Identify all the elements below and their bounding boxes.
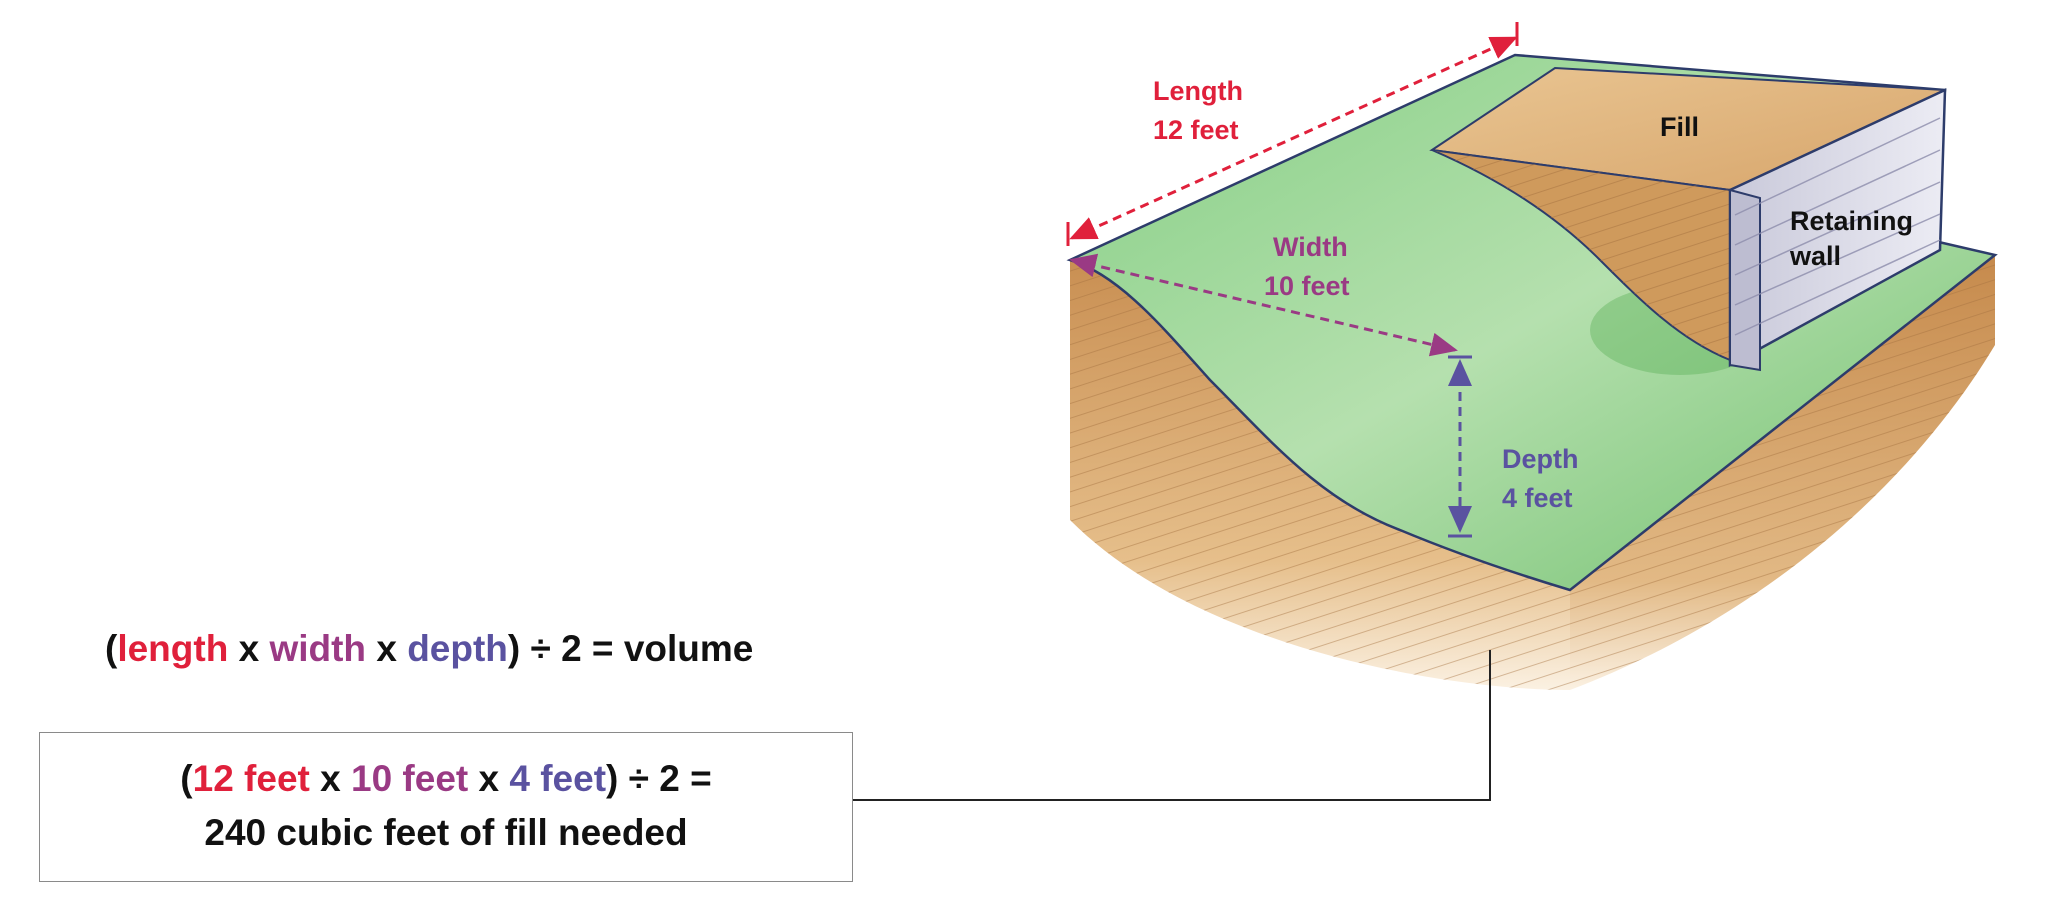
length-dimension-line xyxy=(1069,36,1518,240)
length-label-value: 12 feet xyxy=(1153,115,1239,145)
calc-length-value: 12 feet xyxy=(192,758,310,799)
calc-depth-value: 4 feet xyxy=(509,758,607,799)
calc-multiply-1: x xyxy=(309,758,351,799)
length-label-title: Length xyxy=(1153,76,1243,106)
width-label-value: 10 feet xyxy=(1264,271,1350,301)
width-label-title: Width xyxy=(1273,232,1348,262)
calc-close: ) ÷ 2 = xyxy=(606,758,712,799)
formula-depth-term: depth xyxy=(407,628,508,669)
formula-open-paren: ( xyxy=(105,628,118,669)
calculation-box: (12 feet x 10 feet x 4 feet) ÷ 2 = 240 c… xyxy=(39,732,853,882)
calc-multiply-2: x xyxy=(468,758,510,799)
volume-formula: (length x width x depth) ÷ 2 = volume xyxy=(105,628,753,670)
depth-label-title: Depth xyxy=(1502,444,1579,474)
depth-label-value: 4 feet xyxy=(1502,483,1573,513)
fill-label: Fill xyxy=(1660,112,1699,142)
retaining-wall-label-line1: Retaining xyxy=(1790,206,1913,236)
retaining-wall-label-line2: wall xyxy=(1789,241,1841,271)
width-dimension-line xyxy=(1069,253,1458,357)
formula-multiply-1: x xyxy=(228,628,270,669)
calc-open-paren: ( xyxy=(180,758,193,799)
formula-multiply-2: x xyxy=(366,628,408,669)
calc-width-value: 10 feet xyxy=(351,758,469,799)
formula-length-term: length xyxy=(117,628,229,669)
formula-close: ) ÷ 2 = volume xyxy=(507,628,754,669)
calculation-result: 240 cubic feet of fill needed xyxy=(204,812,688,853)
calculation-line: (12 feet x 10 feet x 4 feet) ÷ 2 = xyxy=(40,758,852,800)
connector-line xyxy=(853,650,1491,801)
retaining-wall-side xyxy=(1729,188,1761,372)
formula-width-term: width xyxy=(269,628,367,669)
